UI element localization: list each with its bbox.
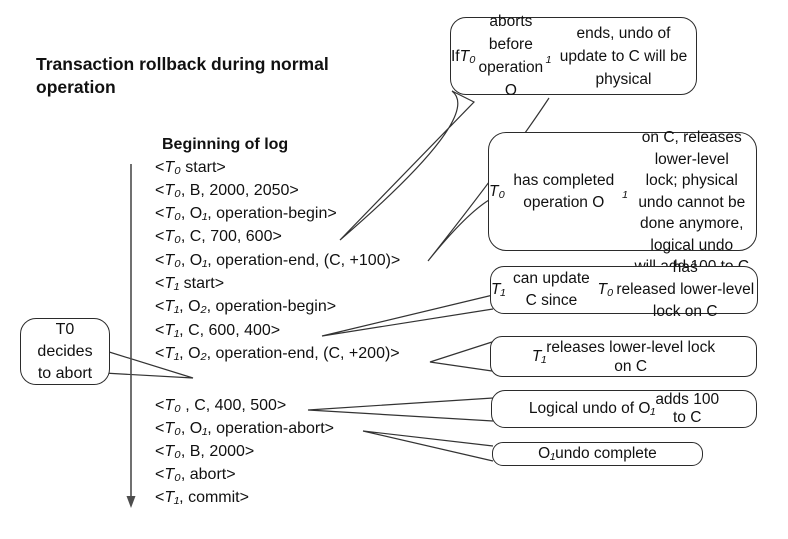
log-entry: <T₁, commit> xyxy=(155,489,249,506)
callout-tail-physical-undo xyxy=(339,90,476,241)
log-entry: <T₀ , C, 400, 500> xyxy=(155,397,287,414)
callout-tail-t1-release xyxy=(429,341,493,372)
arrow-down-icon xyxy=(126,496,136,508)
log-entry: <T₀, B, 2000> xyxy=(155,443,255,460)
log-entry: <T₀, abort> xyxy=(155,466,236,483)
log-entry: <T₁, O₂, operation-end, (C, +200)> xyxy=(155,345,400,362)
log-entry: <T₁, O₂, operation-begin> xyxy=(155,298,337,315)
log-entry: <T₀, B, 2000, 2050> xyxy=(155,182,299,199)
callout-tail-undo-complete xyxy=(362,430,494,462)
log-entry: <T₀, O₁, operation-end, (C, +100)> xyxy=(155,252,401,269)
callout-tail-logical-undo xyxy=(307,397,494,422)
log-entry: <T₀, O₁, operation-abort> xyxy=(155,420,334,437)
callout-tail-abort-decision xyxy=(103,350,194,379)
log-heading: Beginning of log xyxy=(162,136,289,153)
page-title: Transaction rollback during normal opera… xyxy=(36,54,329,97)
log-entry: <T₁, C, 600, 400> xyxy=(155,322,281,339)
log-entry: <T₀, C, 700, 600> xyxy=(155,228,282,245)
log-entry: <T₁ start> xyxy=(155,275,225,292)
callout-tail-t1-update xyxy=(321,294,494,337)
log-entry: <T₀, O₁, operation-begin> xyxy=(155,205,337,222)
log-entry: <T₀ start> xyxy=(155,159,226,176)
